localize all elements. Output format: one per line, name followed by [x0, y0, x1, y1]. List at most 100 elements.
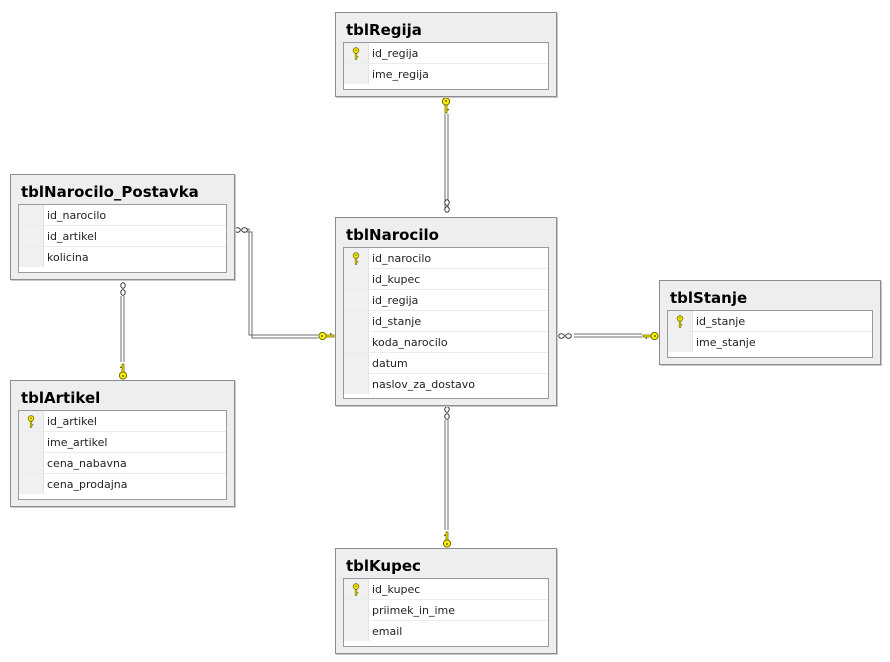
column-row[interactable]: koda_narocilo: [344, 332, 548, 353]
primary-key-icon: [27, 415, 35, 428]
row-selector[interactable]: [19, 226, 44, 246]
row-selector[interactable]: [19, 453, 44, 473]
column-row[interactable]: email: [344, 621, 548, 642]
column-row[interactable]: id_narocilo: [19, 205, 226, 226]
column-name: email: [372, 625, 403, 638]
column-row[interactable]: id_kupec: [344, 269, 548, 290]
column-row[interactable]: datum: [344, 353, 548, 374]
many-end-infinity-icon: [120, 282, 126, 296]
row-selector[interactable]: [19, 247, 44, 267]
row-selector[interactable]: [344, 311, 369, 331]
one-end-key-icon: [318, 331, 335, 341]
row-selector[interactable]: [344, 332, 369, 352]
column-name: ime_artikel: [47, 436, 108, 449]
relationship-artikel-postavka[interactable]: [118, 282, 128, 380]
table-title: tblArtikel: [21, 389, 101, 407]
primary-key-icon: [352, 47, 360, 60]
column-name: ime_regija: [372, 68, 429, 81]
relationship-stanje-narocilo[interactable]: [558, 331, 659, 341]
column-name: id_regija: [372, 47, 419, 60]
table-tblstanje[interactable]: tblStanje id_stanje ime_stanje: [659, 280, 881, 365]
column-row[interactable]: id_stanje: [344, 311, 548, 332]
table-title: tblNarocilo: [346, 226, 439, 244]
table-title: tblRegija: [346, 21, 422, 39]
column-row[interactable]: id_kupec: [344, 579, 548, 600]
column-name: id_kupec: [372, 583, 421, 596]
row-selector[interactable]: [19, 432, 44, 452]
one-end-key-icon: [642, 331, 659, 341]
row-selector[interactable]: [668, 332, 693, 352]
row-selector[interactable]: [19, 474, 44, 494]
column-row[interactable]: id_artikel: [19, 226, 226, 247]
column-name: id_artikel: [47, 415, 97, 428]
row-selector[interactable]: [344, 269, 369, 289]
column-row[interactable]: id_regija: [344, 43, 548, 64]
column-name: cena_nabavna: [47, 457, 127, 470]
column-row[interactable]: ime_artikel: [19, 432, 226, 453]
primary-key-icon: [352, 583, 360, 596]
row-selector[interactable]: [344, 290, 369, 310]
column-row[interactable]: cena_prodajna: [19, 474, 226, 495]
table-title: tblStanje: [670, 289, 748, 307]
column-name: id_stanje: [372, 315, 422, 328]
one-end-key-icon: [442, 531, 452, 548]
primary-key-icon: [352, 252, 360, 265]
relationship-narocilo-postavka[interactable]: [234, 227, 335, 341]
column-row[interactable]: cena_nabavna: [19, 453, 226, 474]
column-name: kolicina: [47, 251, 89, 264]
column-name: id_regija: [372, 294, 419, 307]
column-row[interactable]: id_narocilo: [344, 248, 548, 269]
row-selector[interactable]: [668, 311, 693, 331]
column-name: ime_stanje: [696, 336, 756, 349]
column-list: id_regija ime_regija: [343, 42, 549, 90]
row-selector[interactable]: [344, 248, 369, 268]
many-end-infinity-icon: [444, 406, 450, 420]
table-title: tblKupec: [346, 557, 421, 575]
relationship-kupec-narocilo[interactable]: [442, 406, 452, 548]
column-row[interactable]: id_regija: [344, 290, 548, 311]
table-title: tblNarocilo_Postavka: [21, 183, 199, 201]
row-selector[interactable]: [344, 579, 369, 599]
row-selector[interactable]: [19, 205, 44, 225]
many-end-infinity-icon: [234, 227, 248, 233]
column-list: id_artikel ime_artikel cena_nabavna cena_pr…: [18, 410, 227, 500]
column-name: id_narocilo: [372, 252, 432, 265]
relationship-regija-narocilo[interactable]: [441, 97, 451, 213]
column-name: cena_prodajna: [47, 478, 128, 491]
row-selector[interactable]: [19, 411, 44, 431]
column-name: naslov_za_dostavo: [372, 378, 475, 391]
table-tblregija[interactable]: tblRegija id_regija ime_regija: [335, 12, 557, 97]
column-name: koda_narocilo: [372, 336, 448, 349]
column-row[interactable]: id_artikel: [19, 411, 226, 432]
table-tblartikel[interactable]: tblArtikel id_artikel ime_artikel cena_nab…: [10, 380, 235, 507]
column-name: id_artikel: [47, 230, 97, 243]
column-row[interactable]: id_stanje: [668, 311, 872, 332]
column-name: priimek_in_ime: [372, 604, 456, 617]
row-selector[interactable]: [344, 64, 369, 84]
one-end-key-icon: [118, 363, 128, 380]
column-name: id_narocilo: [47, 209, 107, 222]
column-list: id_stanje ime_stanje: [667, 310, 873, 358]
table-tblnarocilo-postavka[interactable]: tblNarocilo_Postavka id_narocilo id_artik…: [10, 174, 235, 280]
table-tblnarocilo[interactable]: tblNarocilo id_narocilo id_kupec id_regija…: [335, 217, 557, 406]
column-name: datum: [372, 357, 408, 370]
primary-key-icon: [676, 315, 684, 328]
row-selector[interactable]: [344, 374, 369, 394]
column-list: id_narocilo id_artikel kolicina: [18, 204, 227, 273]
one-end-key-icon: [441, 97, 451, 114]
row-selector[interactable]: [344, 43, 369, 63]
row-selector[interactable]: [344, 621, 369, 641]
column-row[interactable]: kolicina: [19, 247, 226, 268]
column-row[interactable]: ime_regija: [344, 64, 548, 85]
many-end-infinity-icon: [558, 333, 572, 339]
row-selector[interactable]: [344, 353, 369, 373]
column-name: id_stanje: [696, 315, 746, 328]
column-row[interactable]: naslov_za_dostavo: [344, 374, 548, 395]
row-selector[interactable]: [344, 600, 369, 620]
column-row[interactable]: priimek_in_ime: [344, 600, 548, 621]
column-row[interactable]: ime_stanje: [668, 332, 872, 353]
